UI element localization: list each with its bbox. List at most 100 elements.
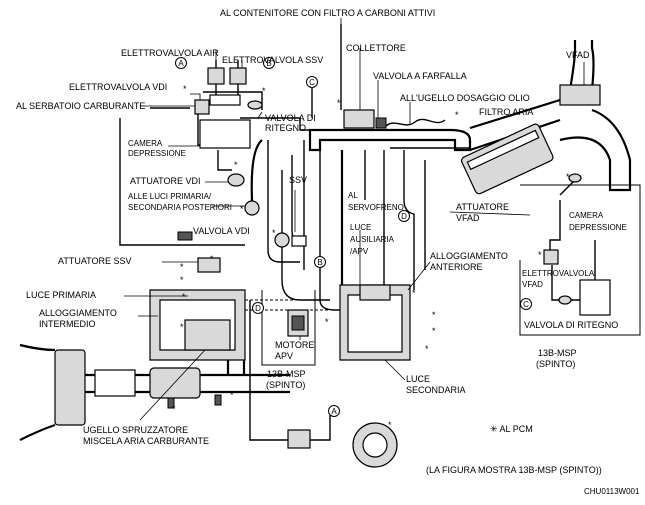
label-check-valve-1: VALVOLA DI: [265, 113, 316, 123]
d-line: [403, 150, 415, 290]
connector-b-mid: B: [317, 258, 322, 267]
label-oil-nozzle: ALL'UGELLO DOSAGGIO OLIO: [400, 93, 530, 103]
label-vfad: VFAD: [566, 50, 590, 60]
resonator: [94, 369, 136, 397]
connector-badges: A B C D B D C A: [175, 57, 532, 417]
ssv-b-line: [291, 155, 306, 246]
label-ssv-actuator: ATTUATORE SSV: [58, 256, 132, 266]
star-mark: *: [180, 275, 184, 285]
label-vfad-check-valve: VALVOLA DI RITEGNO: [524, 320, 618, 330]
vdi-actuator-hose: [217, 150, 232, 171]
air-solenoid-body: [207, 67, 225, 85]
components: [54, 67, 611, 468]
labels: AL CONTENITORE CON FILTRO A CARBONI ATTI…: [16, 8, 640, 496]
label-aux-port-3: /APV: [350, 247, 369, 256]
ssv-valve: [274, 232, 290, 248]
connector-b-top: B: [266, 59, 271, 68]
connector-c-vfad: C: [523, 300, 529, 309]
oil-nozzle-hose: [385, 118, 446, 127]
label-check-valve-2: RITEGNO: [265, 123, 306, 133]
throttle-sensor: [375, 117, 387, 129]
vdi-valve: [244, 200, 260, 216]
star-mark: *: [432, 326, 436, 336]
label-injector-nozzle-1: UGELLO SPRUZZATORE: [83, 425, 188, 435]
vfad-check-valve: [558, 295, 572, 305]
primary-port-casting: [184, 319, 231, 351]
star-mark: *: [230, 390, 234, 400]
label-msp-mid-1: 13B-MSP: [267, 369, 306, 379]
label-ssv: SSV: [289, 175, 307, 185]
tailpipes: [19, 343, 56, 441]
connector-c-top: C: [309, 78, 315, 87]
star-mark: *: [262, 86, 266, 96]
label-msp-mid-2: (SPINTO): [266, 380, 305, 390]
vfad-inset-frame: [519, 184, 641, 336]
star-mark: *: [182, 292, 186, 302]
vdi-actuator: [227, 173, 245, 187]
vfad-housing: [559, 84, 601, 106]
star-mark: *: [210, 254, 214, 264]
label-intermediate-housing-1: ALLOGGIAMENTO: [39, 308, 117, 318]
left-long-hose: [119, 118, 245, 246]
aux-port-casting: [359, 284, 391, 301]
hose-a-connect: [310, 415, 331, 441]
label-ssv-solenoid: ELETTROVALVOLA SSV: [222, 55, 323, 65]
label-vfad-chamber-2: DEPRESSIONE: [569, 223, 627, 232]
leader-lines: [124, 18, 585, 421]
label-air-filter: FILTRO ARIA: [479, 107, 533, 117]
star-mark: *: [180, 262, 184, 272]
hose-a-bottom: [249, 300, 290, 441]
o2-sensor-1: [167, 397, 175, 409]
vfad-duct-upper: [568, 40, 577, 91]
label-vdi-solenoid: ELETTROVALVOLA VDI: [69, 82, 167, 92]
label-figure-code: CHU0113W001: [584, 487, 640, 496]
bottom-fan-inner: [362, 432, 388, 458]
label-al-pcm: ✳ AL PCM: [490, 424, 533, 434]
label-primary-port: LUCE PRIMARIA: [26, 290, 96, 300]
o2-sensor-2: [214, 394, 222, 406]
ssv-solenoid-body: [229, 67, 247, 85]
star-mark: *: [538, 250, 542, 260]
connector-d-low: D: [255, 304, 261, 313]
label-throttle: VALVOLA A FARFALLA: [373, 71, 467, 81]
star-mark: *: [172, 404, 176, 414]
ssv-link: [291, 235, 307, 247]
star-mark: *: [180, 322, 184, 332]
star-mark: *: [240, 204, 244, 214]
apv-motor-core: [291, 315, 305, 331]
label-collettore: COLLETTORE: [346, 43, 406, 53]
connector-d-mid: D: [401, 212, 407, 221]
air-filter: [461, 123, 554, 195]
label-vdi-valve: VALVOLA VDI: [193, 226, 250, 236]
throttle-body: [343, 109, 375, 129]
label-chamber-1: CAMERA: [128, 139, 163, 148]
center-line-2: [319, 150, 350, 311]
label-vdi-actuator: ATTUATORE VDI: [130, 176, 201, 186]
label-aux-port-1: LUCE: [350, 223, 371, 232]
check-valve-top: [247, 100, 263, 110]
label-msp-right-2: (SPINTO): [536, 359, 575, 369]
label-rear-ports-1: ALLE LUCI PRIMARIA/: [128, 192, 212, 201]
ssv-actuator: [197, 257, 221, 273]
label-front-housing-2: ANTERIORE: [430, 262, 483, 272]
manifold-body-outline: [308, 128, 472, 152]
manifold-runner: [390, 139, 470, 149]
solenoid-bracket: [209, 94, 241, 106]
vdi-pipe: [250, 139, 263, 215]
star-mark: *: [325, 317, 329, 327]
star-mark: *: [337, 98, 341, 108]
label-vfad-solenoid-2: VFAD: [522, 280, 543, 289]
label-injector-nozzle-2: MISCELA ARIA CARBURANTE: [83, 436, 209, 446]
star-mark: *: [432, 310, 436, 320]
vfad-actuator: [568, 173, 582, 183]
label-vfad-actuator-1: ATTUATORE: [456, 202, 509, 212]
label-aux-port-2: AUSILIARIA: [350, 235, 395, 244]
label-secondary-port-2: SECONDARIA: [406, 385, 466, 395]
vacuum-chamber: [199, 119, 251, 149]
vfad-duct-upper-2: [590, 40, 595, 91]
star-mark: *: [272, 228, 276, 238]
vfad-solenoid: [543, 249, 559, 265]
ssv-lower: [281, 170, 330, 301]
